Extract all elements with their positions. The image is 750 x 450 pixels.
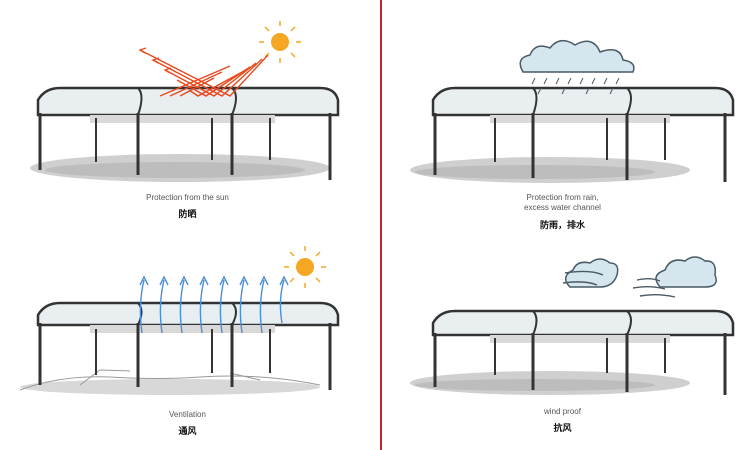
wind-lines (562, 270, 676, 298)
reflected-sun-rays (138, 47, 269, 97)
airflow-arrow-icon (139, 275, 289, 334)
panel-sun-protection: Protection from the sun 防晒 (0, 0, 375, 225)
caption-sun-cn: 防晒 (178, 210, 197, 220)
caption-vent-cn: 通风 (178, 427, 197, 437)
pergola-wind-illustration (410, 256, 735, 395)
rain-drops (531, 77, 620, 95)
wind-cloud-icon (564, 256, 717, 288)
caption-rain-en-1: Protection from rain, (526, 193, 599, 202)
red-divider-line (380, 0, 382, 450)
panel-ventilation: Ventilation 通风 (0, 225, 375, 450)
caption-sun-en: Protection from the sun (146, 193, 229, 202)
rain-cloud-icon (519, 39, 635, 73)
caption-vent-en: Ventilation (169, 410, 206, 419)
caption-wind-en: wind proof (544, 407, 581, 416)
sun-icon (259, 21, 301, 63)
pergola-rain-illustration (410, 39, 735, 183)
panel-rain-protection: Protection from rain, excess water chann… (375, 0, 750, 231)
roof (36, 86, 340, 117)
sun-icon (284, 246, 326, 288)
pergola-ventilation-illustration (19, 246, 340, 395)
caption-rain-cn: 防雨，排水 (539, 221, 585, 231)
pergola-sun-illustration (30, 21, 340, 182)
caption-rain-en-2: excess water channel (524, 203, 601, 212)
caption-wind-cn: 抗风 (553, 424, 572, 434)
panel-wind-proof: wind proof 抗风 (375, 225, 750, 450)
screen (90, 115, 275, 123)
